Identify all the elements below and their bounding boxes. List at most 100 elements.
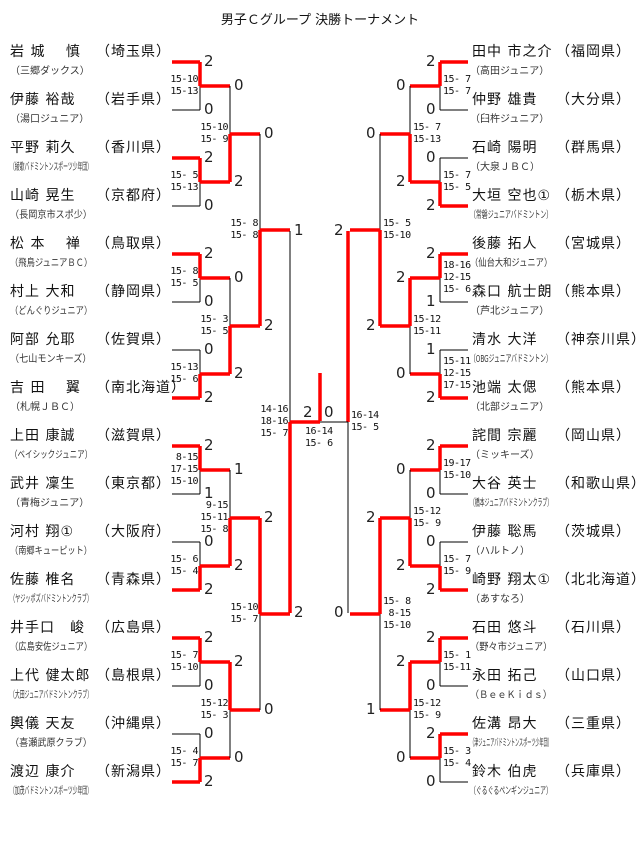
set-score: 15- 9: [413, 518, 441, 529]
player-club: （橋本ジュニアバドミントンクラブ）: [470, 498, 553, 509]
match-score: 0: [366, 124, 376, 142]
player-prefecture: （東京都）: [96, 476, 171, 492]
match-score: 2: [334, 221, 344, 239]
match-score: 0: [204, 676, 214, 694]
set-score: 15-10: [170, 74, 198, 85]
player-name: 輿儀 天友: [10, 716, 76, 732]
match-score: 2: [426, 628, 436, 646]
player-name: 岩 城 慎: [10, 44, 81, 60]
player-name: 石崎 陽明: [472, 140, 538, 156]
set-score: 15- 8: [230, 218, 258, 229]
player-club: （湯口ジュニア）: [10, 114, 90, 125]
player-prefecture: （静岡県）: [96, 284, 171, 300]
player-prefecture: （山口県）: [556, 668, 631, 684]
set-score: 15-11: [443, 662, 471, 673]
match-score: 2: [396, 172, 406, 190]
set-score: 15- 8: [200, 524, 228, 535]
player-name: 上田 康誠: [10, 428, 76, 444]
player-club: （芦北ジュニア）: [470, 306, 550, 317]
match-score: 2: [294, 603, 304, 621]
match-score: 2: [234, 556, 244, 574]
match-score: 0: [426, 148, 436, 166]
player-prefecture: （京都府）: [96, 188, 171, 204]
player-name: 大谷 英士: [472, 476, 538, 492]
match-score: 0: [234, 268, 244, 286]
player-name: 山崎 晃生: [10, 188, 76, 204]
match-score: 2: [264, 316, 274, 334]
player-name: 河村 翔①: [10, 524, 75, 540]
match-score: 2: [234, 172, 244, 190]
set-score: 15- 4: [170, 566, 198, 577]
set-score: 15- 4: [170, 746, 198, 757]
match-score: 2: [204, 772, 214, 790]
set-score: 15-10: [443, 470, 471, 481]
match-score: 2: [204, 148, 214, 166]
player-club: （広島安佐ジュニア）: [10, 642, 93, 653]
player-prefecture: （佐賀県）: [96, 332, 171, 348]
set-score: 15- 3: [443, 746, 471, 757]
set-score: 12-15: [443, 368, 471, 379]
player-club: （札幌ＪＢＣ）: [10, 402, 80, 413]
match-score: 2: [426, 52, 436, 70]
set-score: 15- 7: [443, 170, 471, 181]
set-score: 15- 7: [260, 428, 288, 439]
set-score: 15- 7: [443, 74, 471, 85]
match-score: 0: [234, 76, 244, 94]
player-prefecture: （宮城県）: [556, 236, 631, 252]
player-club: （七山モンキーズ）: [10, 354, 92, 365]
match-score: 1: [234, 460, 244, 478]
player-name: 村上 大和: [10, 284, 76, 300]
match-score: 1: [204, 484, 214, 502]
match-score: 2: [204, 388, 214, 406]
set-score: 15-11: [200, 512, 228, 523]
set-score: 19-17: [443, 458, 471, 469]
set-score: 15-10: [383, 230, 411, 241]
match-score: 0: [426, 772, 436, 790]
match-score: 0: [204, 724, 214, 742]
player-club: （綾歌バドミントンスポーツ少年団）: [10, 162, 92, 173]
set-score: 15- 5: [383, 218, 411, 229]
player-name: 平野 莉久: [10, 140, 76, 156]
set-score: 15- 7: [230, 614, 258, 625]
player-club: （北部ジュニア）: [470, 402, 550, 413]
match-score: 0: [426, 532, 436, 550]
player-prefecture: （群馬県）: [556, 140, 631, 156]
player-club: （大泉ＪＢＣ）: [470, 162, 540, 173]
player-name: 永田 拓己: [472, 668, 538, 684]
player-prefecture: （沖縄県）: [96, 716, 171, 732]
set-score: 15-10: [230, 602, 258, 613]
player-club: （喜瀬武原クラブ）: [10, 738, 92, 749]
player-name: 鈴木 伯虎: [472, 764, 538, 780]
match-score: 2: [204, 436, 214, 454]
set-score: 15-10: [383, 620, 411, 631]
match-score: 2: [234, 652, 244, 670]
player-prefecture: （茨城県）: [556, 524, 631, 540]
set-score: 15-10: [170, 476, 198, 487]
match-score: 2: [426, 196, 436, 214]
player-club: （あすなろ）: [470, 594, 530, 605]
match-score: 0: [204, 100, 214, 118]
player-prefecture: （熊本県）: [556, 380, 631, 396]
player-club: （野々市ジュニア）: [470, 642, 553, 653]
match-score: 1: [366, 700, 376, 718]
set-score: 15-11: [443, 356, 471, 367]
player-name: 森口 航士朗: [472, 284, 553, 300]
player-name: 田中 市之介: [472, 44, 553, 60]
player-prefecture: （和歌山県）: [556, 476, 640, 492]
match-score: 2: [426, 244, 436, 262]
